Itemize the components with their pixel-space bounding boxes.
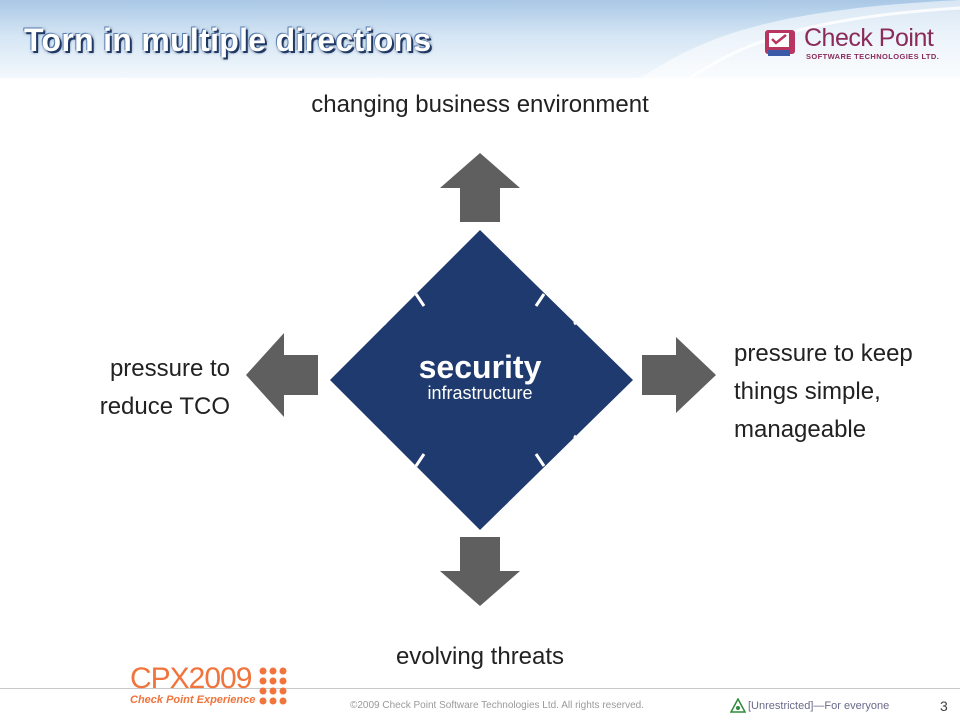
event-subtitle: Check Point Experience [130, 694, 256, 706]
diamond-sub-label: infrastructure [427, 383, 533, 403]
right-pressure-label: pressure to keep things simple, manageab… [734, 340, 913, 443]
event-logo: CPX2009 Check Point Experience [130, 662, 256, 707]
brand-tagline: SOFTWARE TECHNOLOGIES LTD. [806, 52, 940, 61]
brand-name: Check Point [804, 24, 934, 52]
diamond-main-label: security [418, 349, 542, 385]
security-infrastructure-diamond [330, 230, 633, 530]
arrow-left [246, 333, 318, 417]
arrow-right [642, 337, 716, 413]
slide-header: Torn in multiple directions Check Point … [0, 0, 960, 78]
check-point-logo-icon [765, 30, 795, 56]
slide-title: Torn in multiple directions [24, 22, 432, 58]
event-name: CPX2009 [130, 662, 252, 695]
bottom-pressure-label: evolving threats [395, 643, 565, 670]
copyright-notice: ©2009 Check Point Software Technologies … [350, 700, 645, 711]
diamond-label: security infrastructure [380, 348, 580, 402]
classification-label: [Unrestricted]—For everyone [748, 700, 890, 712]
page-number: 3 [940, 698, 948, 714]
footer-divider [0, 688, 960, 689]
top-pressure-label: changing business environment [311, 91, 649, 118]
left-pressure-label: pressure to reduce TCO [99, 355, 230, 420]
event-dots-icon [259, 667, 287, 705]
arrow-down [440, 537, 520, 606]
brand-logo: Check Point SOFTWARE TECHNOLOGIES LTD. [762, 22, 952, 66]
arrow-up [440, 153, 520, 222]
classification-warning-icon [730, 698, 746, 713]
